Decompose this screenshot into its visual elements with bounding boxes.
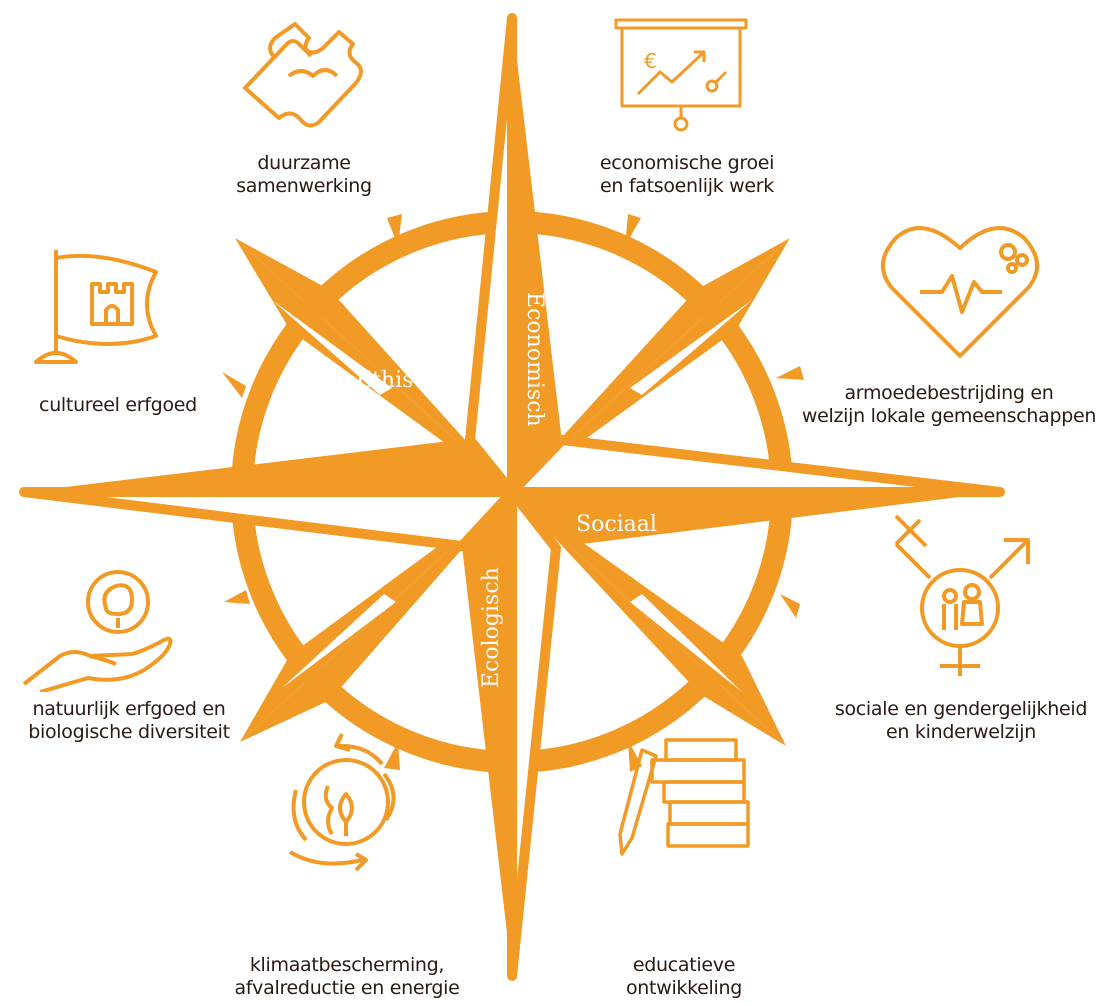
books-pencil-icon <box>612 730 762 880</box>
label-line: biologische diversiteit <box>28 721 230 743</box>
label-education: educatieve ontwikkeling <box>604 954 764 1000</box>
label-line: welzijn lokale gemeenschappen <box>801 405 1097 427</box>
label-line: afvalreductie en energie <box>234 977 460 999</box>
label-culture: cultureel erfgoed <box>18 394 218 417</box>
axis-label-sociaal: Sociaal <box>576 512 657 537</box>
label-gender: sociale en gendergelijkheid en kinderwel… <box>818 698 1104 744</box>
hand-tree-icon <box>20 552 180 692</box>
label-economic-growth: economische groei en fatsoenlijk werk <box>582 152 792 198</box>
label-collaboration: duurzame samenwerking <box>224 152 384 198</box>
recycle-globe-icon <box>266 724 426 874</box>
label-line: natuurlijk erfgoed en <box>32 698 226 720</box>
presentation-board-icon: € <box>608 14 758 134</box>
label-line: en kinderwelzijn <box>886 721 1036 743</box>
axis-label-ecologisch: Ecologisch <box>479 567 504 688</box>
label-line: klimaatbescherming, <box>249 954 445 976</box>
label-poverty: armoedebestrijding en welzijn lokale gem… <box>794 382 1104 428</box>
svg-text:€: € <box>644 49 657 73</box>
axis-label-economisch: Economisch <box>522 292 547 427</box>
label-line: sociale en gendergelijkheid <box>834 698 1088 720</box>
label-line: cultureel erfgoed <box>39 394 197 416</box>
label-line: en fatsoenlijk werk <box>599 175 775 197</box>
label-climate: klimaatbescherming, afvalreductie en ene… <box>212 954 482 1000</box>
axis-label-ethisch: Ethisch <box>356 368 440 393</box>
cardinal-star <box>19 13 1005 981</box>
gender-symbol-icon <box>890 508 1040 688</box>
heart-pulse-icon <box>878 220 1048 360</box>
diagonal-arms <box>235 238 790 746</box>
castle-flag-icon <box>30 244 190 374</box>
label-line: duurzame <box>257 152 351 174</box>
label-line: educatieve <box>632 954 736 976</box>
label-line: economische groei <box>599 152 775 174</box>
label-line: ontwikkeling <box>625 977 742 999</box>
label-nature: natuurlijk erfgoed en biologische divers… <box>4 698 254 744</box>
puzzle-icon <box>235 18 385 138</box>
label-line: armoedebestrijding en <box>844 382 1054 404</box>
label-line: samenwerking <box>236 175 372 197</box>
